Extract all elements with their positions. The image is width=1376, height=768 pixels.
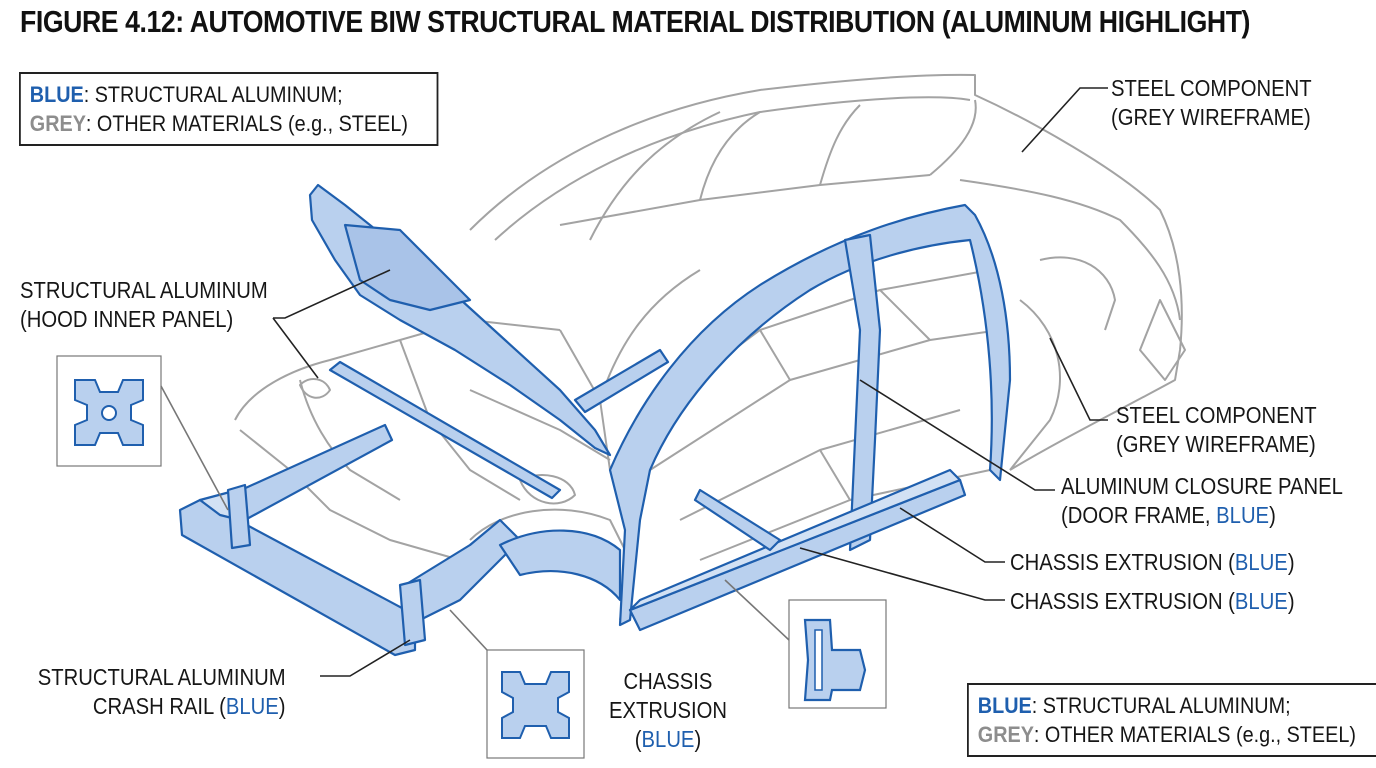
legend-bottom-grey-row: GREY: OTHER MATERIALS (e.g., STEEL)	[978, 720, 1372, 749]
legend-blue-key: BLUE	[977, 693, 1032, 718]
label-chassis-extrusion-bottom: CHASSIS EXTRUSION (BLUE)	[606, 667, 729, 754]
legend-grey-text: : OTHER MATERIALS (e.g., STEEL)	[85, 111, 408, 136]
label-chassis-2-prefix: CHASSIS EXTRUSION (	[1010, 588, 1235, 614]
legend-blue-key: BLUE	[29, 82, 84, 107]
label-crash-rail-line1: STRUCTURAL ALUMINUM	[38, 664, 286, 690]
figure-title: FIGURE 4.12: AUTOMOTIVE BIW STRUCTURAL M…	[20, 4, 1251, 39]
label-steel-rear-line2: (GREY WIREFRAME)	[1116, 431, 1316, 457]
aluminum-parts	[178, 183, 1012, 657]
label-chassis-bottom-suffix: )	[694, 726, 702, 752]
label-crash-rail-suffix: )	[279, 693, 286, 719]
label-chassis-1-blue: BLUE	[1234, 549, 1288, 575]
label-chassis-bottom-blue: BLUE	[641, 726, 695, 752]
label-closure-line1: ALUMINUM CLOSURE PANEL	[1061, 473, 1343, 499]
label-chassis-1-prefix: CHASSIS EXTRUSION (	[1010, 549, 1235, 575]
label-chassis-extrusion-1: CHASSIS EXTRUSION (BLUE)	[1010, 548, 1295, 577]
label-steel-roof-line1: STEEL COMPONENT	[1111, 75, 1312, 101]
legend-blue-text: : STRUCTURAL ALUMINUM;	[83, 82, 343, 107]
legend-bottom: BLUE: STRUCTURAL ALUMINUM; GREY: OTHER M…	[967, 683, 1376, 757]
inset-profile-bottom	[486, 649, 585, 759]
label-crash-rail-blue: BLUE	[226, 693, 280, 719]
door-frame	[608, 203, 1012, 627]
label-aluminum-closure-panel: ALUMINUM CLOSURE PANEL (DOOR FRAME, BLUE…	[1061, 472, 1343, 530]
label-steel-component-rear: STEEL COMPONENT (GREY WIREFRAME)	[1116, 401, 1317, 459]
label-chassis-bottom-line3: (BLUE)	[606, 725, 729, 754]
label-closure-suffix: )	[1269, 502, 1276, 528]
label-crash-rail-prefix: CRASH RAIL (	[93, 693, 227, 719]
legend-bottom-blue-row: BLUE: STRUCTURAL ALUMINUM;	[978, 691, 1372, 720]
label-steel-roof-line2: (GREY WIREFRAME)	[1111, 104, 1311, 130]
label-closure-line2: (DOOR FRAME, BLUE)	[1061, 501, 1343, 530]
legend-blue-text: : STRUCTURAL ALUMINUM;	[1031, 693, 1291, 718]
inset-profile-left	[56, 355, 162, 467]
legend-grey-key: GREY	[977, 722, 1034, 747]
legend-grey-text: : OTHER MATERIALS (e.g., STEEL)	[1033, 722, 1356, 747]
inset-profile-right	[788, 599, 887, 709]
label-chassis-1-suffix: )	[1287, 549, 1295, 575]
label-hood-inner-panel: STRUCTURAL ALUMINUM (HOOD INNER PANEL)	[20, 276, 268, 334]
label-chassis-extrusion-2: CHASSIS EXTRUSION (BLUE)	[1010, 587, 1295, 616]
legend-top-blue-row: BLUE: STRUCTURAL ALUMINUM;	[30, 80, 428, 109]
label-chassis-bottom-line2: EXTRUSION	[608, 697, 728, 723]
leader-lines	[160, 87, 1108, 677]
label-chassis-bottom-prefix: (	[634, 726, 642, 752]
label-steel-component-roof: STEEL COMPONENT (GREY WIREFRAME)	[1111, 74, 1312, 132]
label-closure-prefix: (DOOR FRAME,	[1061, 502, 1217, 528]
label-hood-line2: (HOOD INNER PANEL)	[20, 306, 234, 332]
label-crash-rail-line2: CRASH RAIL (BLUE)	[38, 692, 286, 721]
label-chassis-bottom-line1: CHASSIS	[623, 668, 713, 694]
crash-rail	[178, 498, 417, 657]
label-steel-rear-line1: STEEL COMPONENT	[1116, 402, 1317, 428]
label-hood-line1: STRUCTURAL ALUMINUM	[20, 277, 268, 303]
legend-grey-key: GREY	[29, 111, 86, 136]
label-crash-rail: STRUCTURAL ALUMINUM CRASH RAIL (BLUE)	[38, 663, 286, 721]
label-closure-blue: BLUE	[1216, 502, 1270, 528]
legend-top-grey-row: GREY: OTHER MATERIALS (e.g., STEEL)	[30, 109, 428, 138]
label-chassis-2-blue: BLUE	[1234, 588, 1288, 614]
legend-top: BLUE: STRUCTURAL ALUMINUM; GREY: OTHER M…	[19, 72, 439, 146]
label-chassis-2-suffix: )	[1287, 588, 1295, 614]
steel-body-wireframe	[234, 73, 1186, 621]
